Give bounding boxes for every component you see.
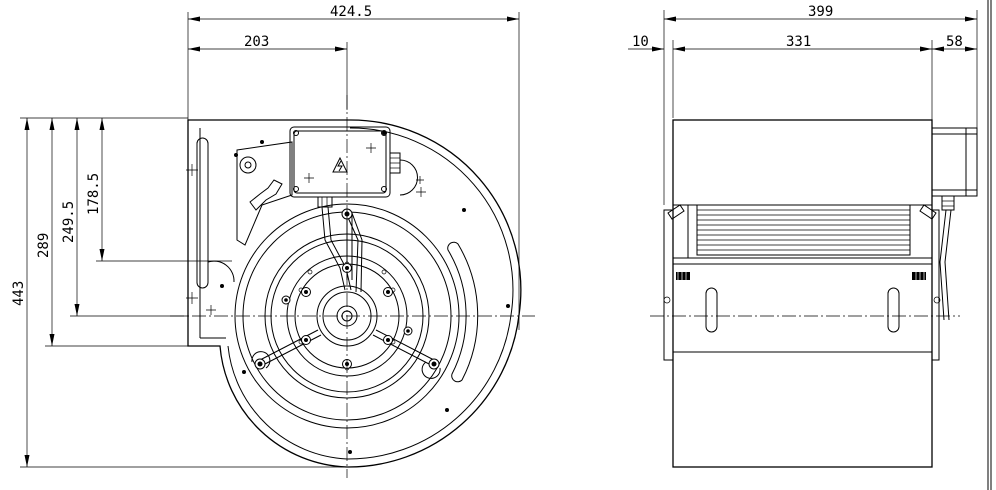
- side-dimension-lines: [628, 10, 978, 205]
- dim-side-width: 399: [808, 4, 833, 20]
- dim-front-height-443: 443: [11, 281, 27, 306]
- bolts: [254, 208, 440, 370]
- motor-bracket: [236, 141, 293, 246]
- motor-box-side: [931, 127, 978, 211]
- frame-border: [987, 0, 992, 490]
- housing-rivets: [186, 131, 510, 454]
- front-center-lines: [170, 95, 535, 478]
- junction-box: [289, 126, 418, 208]
- dim-front-height-289: 289: [36, 233, 52, 258]
- dim-side-body: 331: [786, 34, 811, 50]
- cable: [321, 206, 363, 293]
- clips-side: [663, 204, 941, 304]
- side-view: 399 10 331 58: [628, 4, 978, 468]
- cable-side: [939, 209, 952, 321]
- dim-front-height-249: 249.5: [61, 201, 77, 243]
- dim-front-width: 424.5: [330, 4, 372, 20]
- front-dimension-lines: [20, 12, 520, 468]
- housing-slot: [447, 241, 479, 383]
- dim-front-axis-offset: 203: [244, 34, 269, 50]
- dim-side-motor-box: 58: [946, 34, 963, 50]
- fan-body-side: [663, 119, 940, 468]
- dim-front-height-178: 178.5: [86, 173, 102, 215]
- impeller-side: [673, 204, 932, 258]
- fan-housing: [187, 119, 522, 468]
- front-view: 424.5 203 443 289 249.5 178.5: [11, 4, 535, 478]
- warning-icon: [332, 156, 348, 173]
- dim-side-flange: 10: [632, 34, 649, 50]
